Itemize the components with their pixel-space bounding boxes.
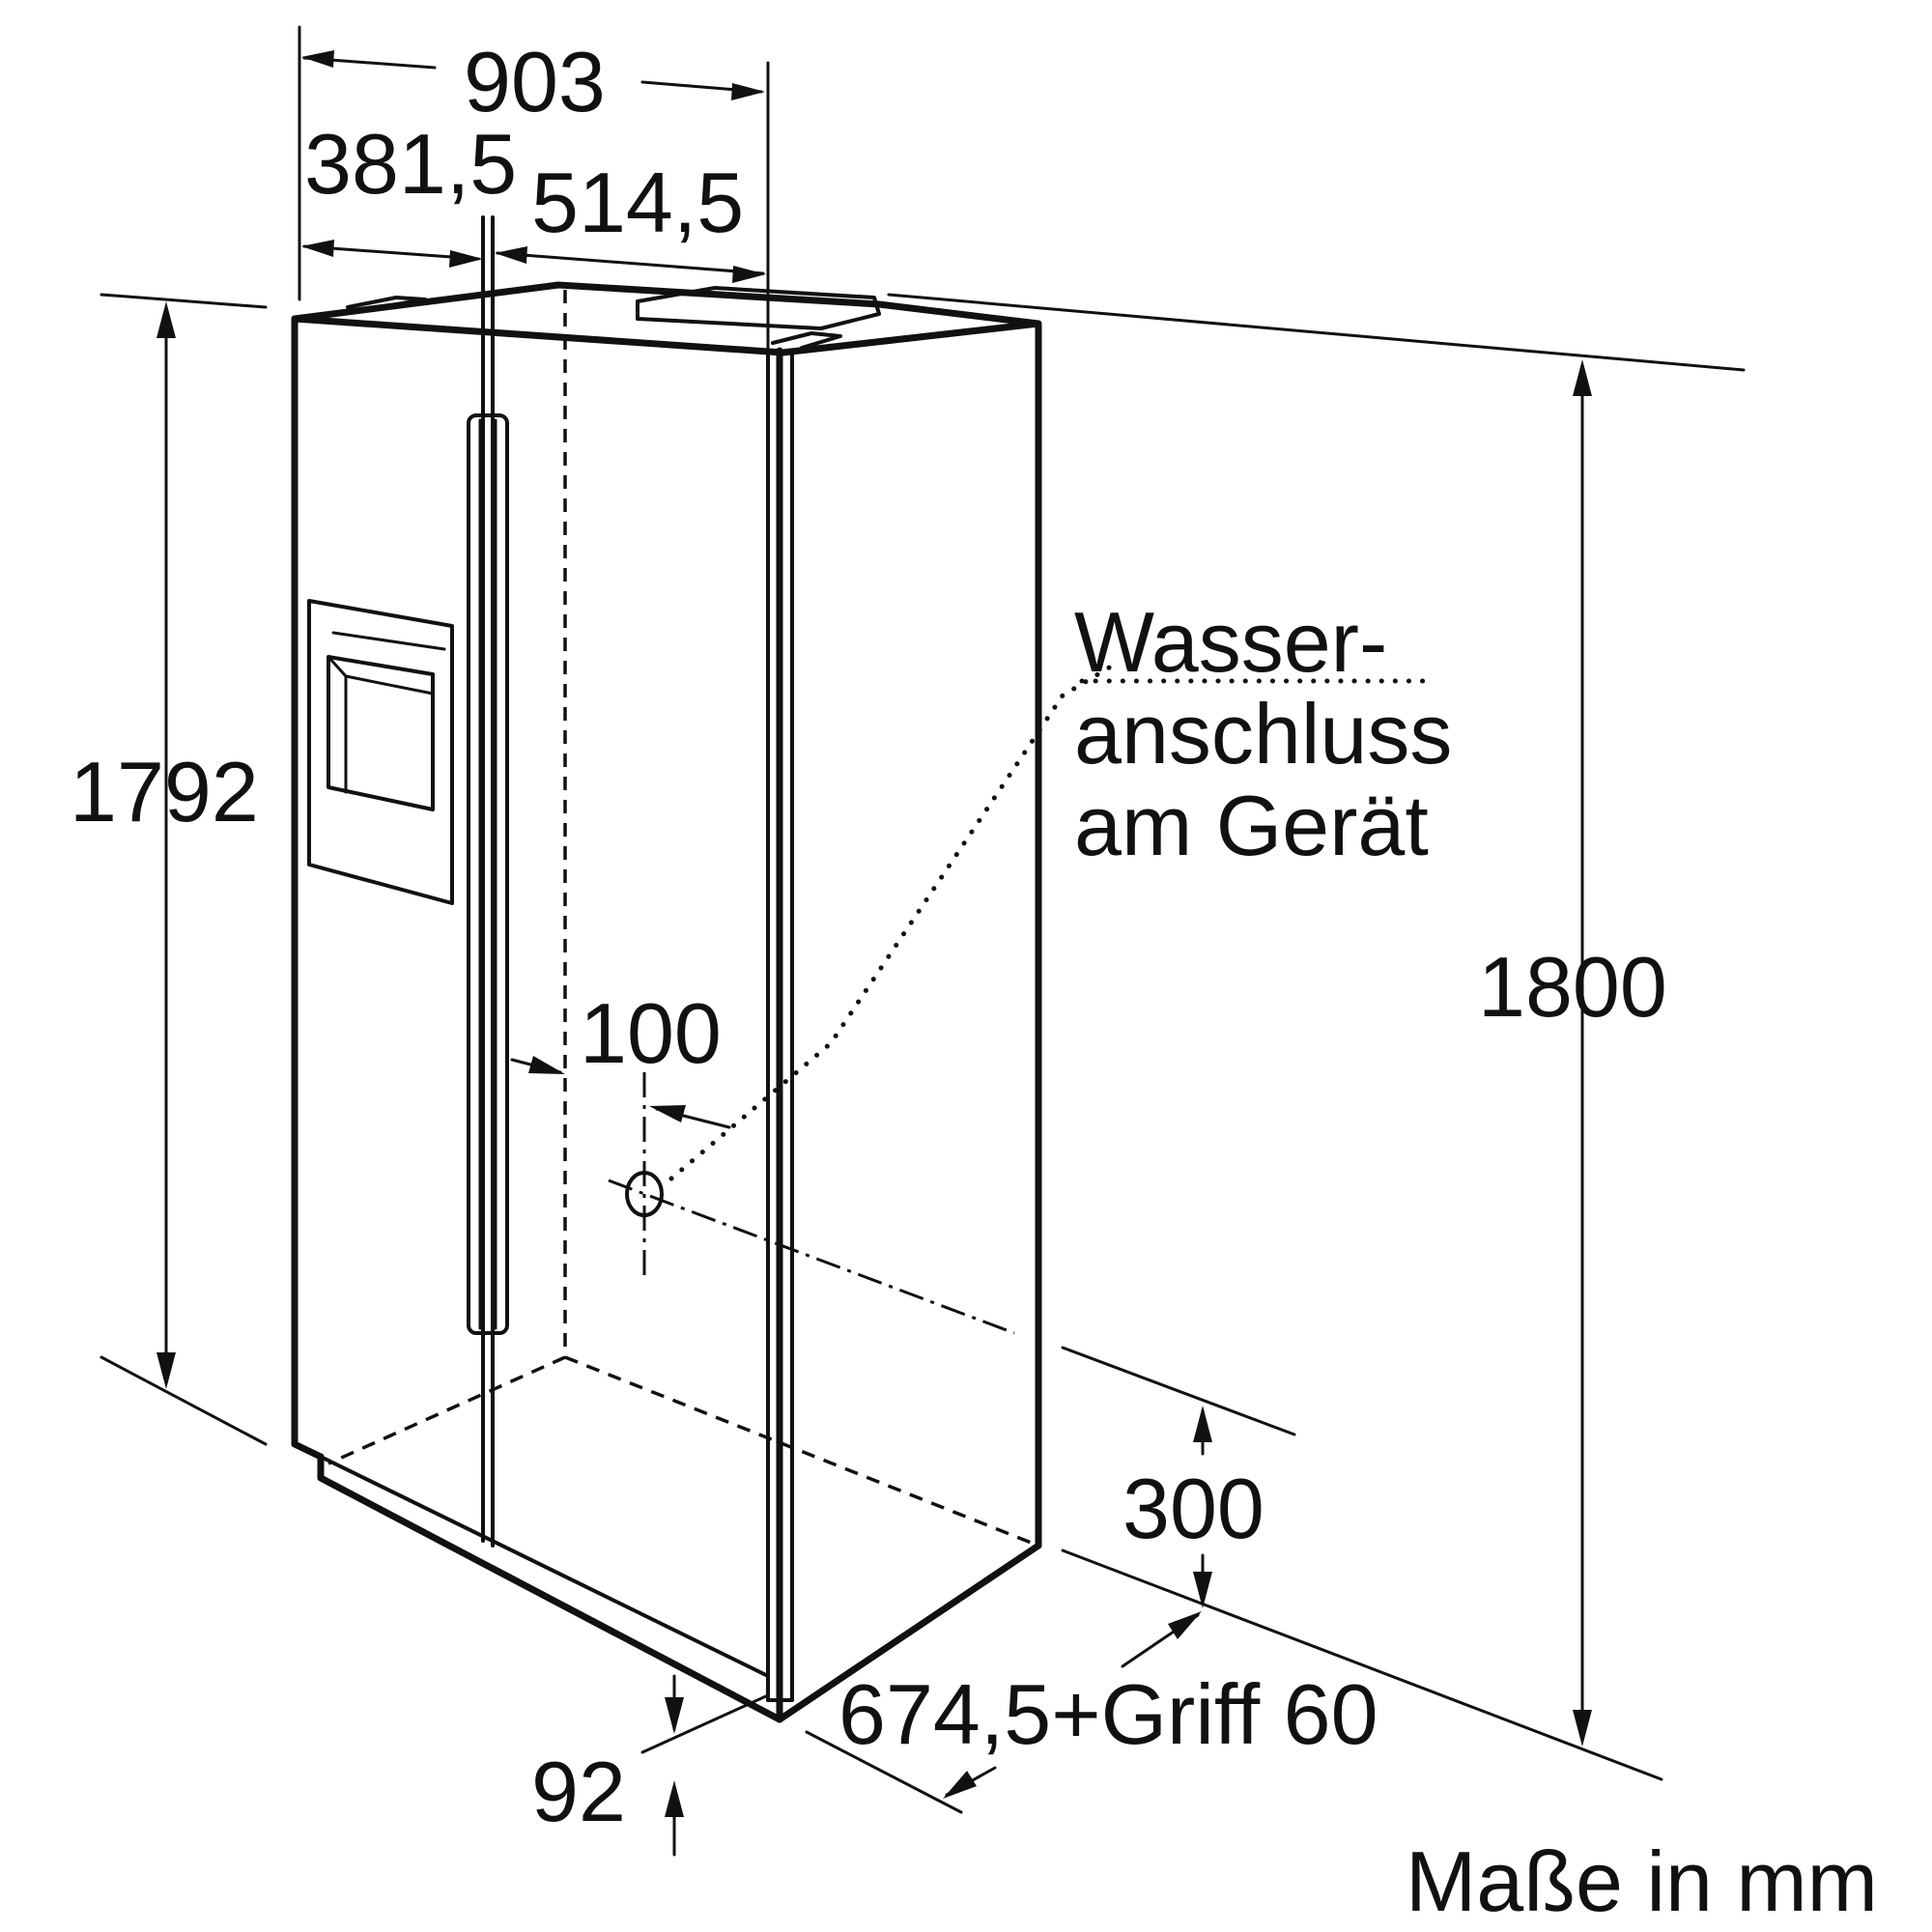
water-label-line-3: am Gerät (1074, 778, 1429, 873)
dim-100-label: 100 (580, 985, 722, 1081)
dim-5145-arrow-right (732, 266, 766, 283)
dim-903-label: 903 (464, 34, 606, 129)
ext-top-right (887, 293, 1746, 372)
connection-centerline-h (608, 1179, 1015, 1335)
dim-5145-label: 514,5 (531, 155, 744, 250)
water-label-line-1: Wasser- (1074, 594, 1387, 690)
dim-100-arrow-left (528, 1056, 565, 1074)
front-bottom-edge (317, 1453, 783, 1723)
dim-1792-label: 1792 (70, 744, 259, 839)
dim-5145-arrow-left (495, 246, 527, 264)
dimension-lines (156, 50, 1592, 1857)
dim-1792-arrow-top (156, 301, 176, 338)
top-vent-small (771, 331, 842, 350)
front-bottom-inner (319, 1455, 770, 1678)
units-note: Maße in mm (1406, 1833, 1878, 1929)
dim-300-arrow-top (1193, 1406, 1212, 1442)
dispenser-recess-top (327, 655, 435, 696)
ext-top-left (99, 293, 268, 309)
dimension-labels: 903 381,5 514,5 1792 1800 100 300 674,5+… (70, 34, 1667, 1839)
dim-100-arrow-right (649, 1105, 686, 1122)
water-connection (608, 664, 1437, 1335)
dim-1800-arrow-top (1573, 359, 1592, 396)
front-left-edge (291, 315, 325, 1461)
door-handle (467, 413, 509, 1335)
ext-depth-front (805, 1730, 963, 1814)
dim-92-label: 92 (531, 1744, 626, 1839)
side-bottom-edge (776, 1542, 1042, 1723)
dim-depth-label: 674,5+Griff 60 (838, 1666, 1378, 1762)
top-vent-right (636, 286, 881, 330)
dim-903-arrow-left (301, 50, 334, 68)
ext-connection-level (1061, 1346, 1296, 1436)
dim-3815-arrow-right (449, 250, 483, 268)
fridge-body (291, 215, 1042, 1723)
dim-1792-arrow-bottom (156, 1352, 176, 1389)
water-leader-line (668, 664, 1114, 1181)
dim-92-arrow-bottom (665, 1780, 684, 1817)
dim-3815-arrow-left (301, 240, 334, 257)
hidden-back-bottom (564, 1355, 1039, 1548)
dim-1800-label: 1800 (1478, 939, 1667, 1035)
hidden-outline (327, 290, 1039, 1548)
dim-903-arrow-right (731, 83, 765, 100)
dispenser-panel (307, 599, 454, 905)
dim-1800-arrow-bottom (1573, 1710, 1592, 1747)
water-label-line-2: anschluss (1074, 686, 1452, 781)
ext-floor-right (1061, 1548, 1663, 1781)
dim-300-label: 300 (1122, 1461, 1264, 1556)
extension-lines (99, 25, 1746, 1814)
top-vent-left (346, 296, 427, 313)
dim-5145-line (496, 251, 765, 275)
dispenser-bar (331, 631, 446, 651)
dim-92-arrow-top (665, 1697, 684, 1734)
hidden-left-bottom (327, 1355, 566, 1465)
dim-depth-arrow-top (1168, 1611, 1202, 1639)
top-surface (291, 281, 1042, 356)
dim-300-arrow-bottom (1193, 1572, 1212, 1608)
ice-water-dispenser (307, 599, 454, 905)
dim-depth-arrow-bottom (943, 1771, 977, 1799)
corner-detail (766, 1674, 794, 1702)
dispenser-recess (327, 655, 435, 811)
water-connection-annotation: Wasser- anschluss am Gerät (1074, 594, 1452, 873)
dim-3815-label: 381,5 (304, 116, 517, 212)
ext-bottom-left (99, 1355, 268, 1446)
handle-outer (467, 413, 509, 1335)
